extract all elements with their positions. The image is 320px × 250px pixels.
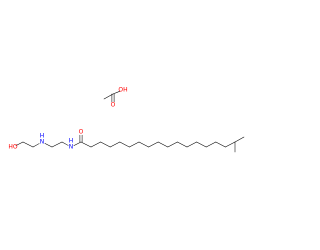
bond-n2-camide (73, 141, 82, 146)
bond-ch9-ch10 (167, 141, 178, 148)
bond-ch12-ch13 (196, 141, 207, 148)
atom-label-ac_o_dbl: O (111, 102, 116, 109)
bond-line (112, 90, 121, 95)
bond-camide-ch1 (80, 141, 92, 148)
bond-line (15, 141, 24, 146)
bond-line (80, 141, 92, 148)
bond-line (234, 136, 245, 143)
bond-line (129, 141, 140, 148)
atom-label-n1: N (40, 139, 45, 146)
bond-line (51, 141, 63, 148)
bond-line (215, 141, 226, 148)
atom-sublabel-n2: H (69, 138, 74, 145)
bond-line (22, 141, 34, 148)
bond-c4-n2 (61, 141, 69, 146)
bond-ch6-ch7 (138, 141, 149, 148)
atom-label-ac_oh: OH (118, 87, 127, 94)
bond-ch13-ch14 (205, 141, 217, 148)
atom-label-ho: HO (8, 144, 18, 151)
bond-line (61, 141, 69, 146)
bond-line (157, 141, 169, 148)
bond-ch2-ch3 (100, 141, 111, 148)
bond-ch7-ch8 (148, 141, 159, 148)
bond-ch16-me1 (234, 136, 245, 143)
bond-ch5-ch6 (129, 141, 140, 148)
atom-sublabel-n1: H (40, 133, 45, 140)
bond-line (100, 141, 111, 148)
bond-line (44, 143, 53, 148)
bond-line (109, 141, 121, 148)
bond-line (90, 141, 101, 148)
bond-line (186, 141, 197, 148)
bond-ac_c1-ac_o_dbl (111, 93, 115, 103)
bond-line (119, 141, 130, 148)
bond-line (196, 141, 207, 148)
bond-line (32, 143, 40, 148)
bond-c1-c2 (22, 141, 34, 148)
bond-line (205, 141, 217, 148)
bond-ch15-ch16 (225, 141, 236, 148)
bond-line (225, 141, 236, 148)
bond-ac_c1-ac_oh (112, 90, 121, 95)
bond-line (138, 141, 149, 148)
bond-n1-c3 (44, 143, 53, 148)
bond-ch3-ch4 (109, 141, 121, 148)
bond-line (167, 141, 178, 148)
bond-camide-o_amide (79, 134, 83, 143)
bond-ch8-ch9 (157, 141, 169, 148)
atom-label-o_amide: O (79, 129, 84, 136)
bond-ch1-ch2 (90, 141, 101, 148)
bond-ch11-ch12 (186, 141, 197, 148)
bond-ho-c1 (15, 141, 24, 146)
bond-line (177, 141, 188, 148)
bond-c3-c4 (51, 141, 63, 148)
bond-line (148, 141, 159, 148)
bond-ch4-ch5 (119, 141, 130, 148)
bond-ch10-ch11 (177, 141, 188, 148)
bond-line (73, 141, 82, 146)
bond-c2-n1 (32, 143, 40, 148)
bond-ac_c2-ac_c1 (103, 93, 114, 100)
atom-label-n2: N (69, 144, 74, 151)
bond-ch14-ch15 (215, 141, 226, 148)
bond-layer (15, 90, 245, 153)
bond-line (103, 93, 114, 100)
